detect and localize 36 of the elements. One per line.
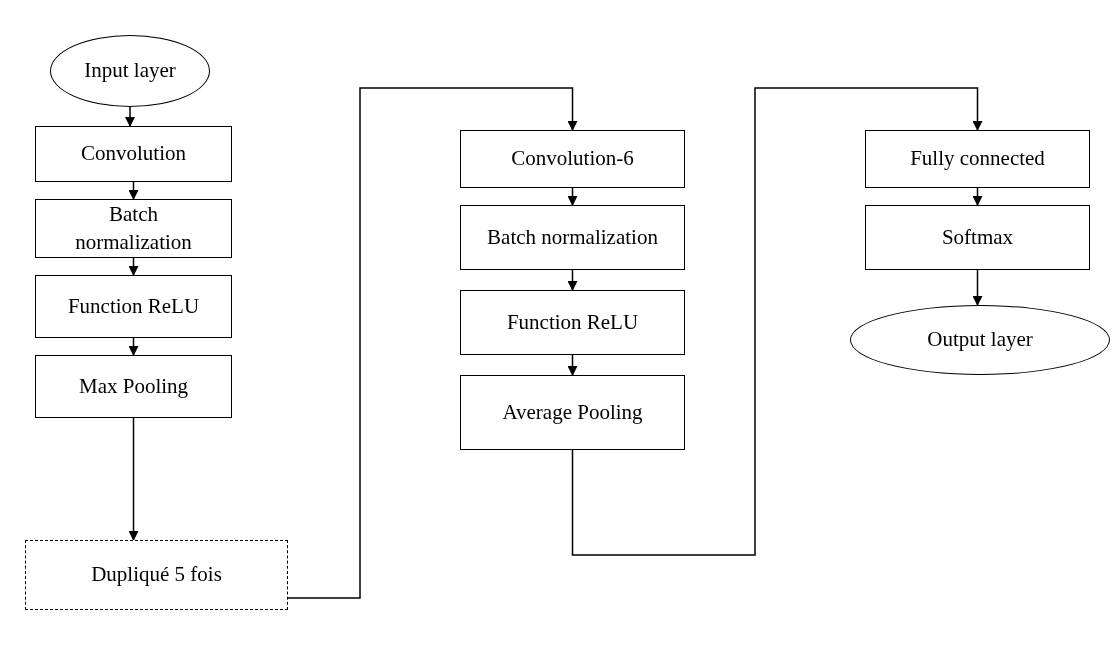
node-label: Max Pooling (78, 372, 189, 400)
process-box (35, 126, 232, 182)
arrow (972, 269, 983, 306)
process-box (865, 130, 1090, 188)
node-label: Function ReLU (506, 308, 639, 336)
node-label: Fully connected (910, 145, 1045, 173)
process-box (865, 205, 1090, 270)
node-label: Batch normalization (74, 201, 193, 256)
arrow (128, 181, 139, 200)
process-box (35, 275, 232, 338)
process-box (35, 199, 232, 258)
node-label: Convolution-6 (511, 145, 634, 173)
arrow (128, 417, 139, 541)
node-label: Batch normalization (487, 223, 658, 251)
arrow (567, 187, 578, 206)
arrow (571, 87, 983, 556)
process-box (35, 355, 232, 418)
process-box (460, 290, 685, 355)
process-box (460, 130, 685, 188)
node-label: Dupliqué 5 fois (91, 561, 222, 589)
arrow (287, 87, 578, 599)
node-label: Function ReLU (67, 292, 200, 320)
arrow (567, 354, 578, 376)
process-box (460, 375, 685, 450)
arrow (128, 257, 139, 276)
node-label: Output layer (927, 326, 1033, 354)
process-box (460, 205, 685, 270)
repeat-box (25, 540, 288, 610)
node-label: Input layer (84, 57, 176, 85)
arrow (128, 337, 139, 356)
arrow (972, 187, 983, 206)
arrow (567, 269, 578, 291)
node-label: Average Pooling (502, 398, 643, 426)
node-label: Softmax (941, 223, 1014, 251)
arrow (125, 106, 135, 127)
node-label: Convolution (81, 140, 186, 168)
